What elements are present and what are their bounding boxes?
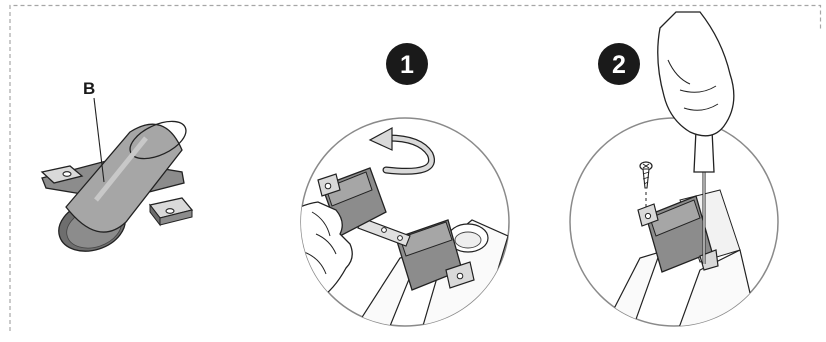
step-2-badge: 2 [598,43,640,85]
hand-icon [252,202,352,336]
hand-icon [658,12,734,136]
step-1-badge: 1 [386,43,428,85]
clip-part-b: B [42,79,192,259]
step-1-illustration [252,118,509,336]
part-label-b: B [83,79,95,98]
step-2-number: 2 [612,51,626,79]
step-1-number: 1 [400,51,414,79]
